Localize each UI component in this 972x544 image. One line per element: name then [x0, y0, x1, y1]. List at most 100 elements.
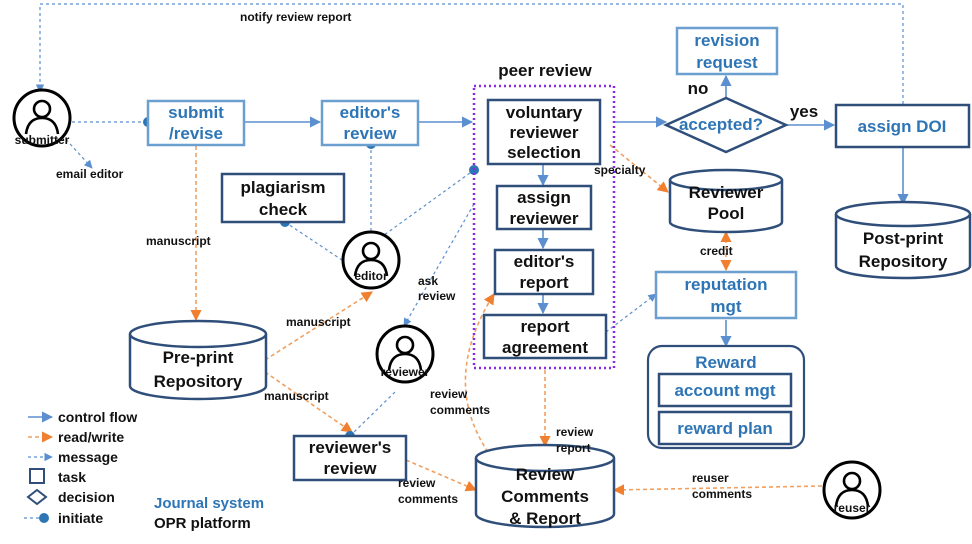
assign-doi-task[interactable]: assign DOI — [834, 103, 971, 149]
manuscript-label-c: manuscript — [264, 389, 329, 403]
preprint-repository[interactable]: Pre-print Repository — [128, 319, 268, 401]
editor-to-peer-review-msg — [379, 169, 475, 239]
reviewer-to-reviewers-review-msg — [349, 391, 396, 437]
legend-initiate-dot — [39, 513, 49, 523]
specialty-label: specialty — [594, 163, 646, 177]
plagiarism-to-editor-msg — [284, 221, 346, 263]
accepted-decision[interactable]: accepted? — [662, 96, 790, 154]
legend-journal-system: Journal system — [154, 495, 264, 512]
plagiarism-label-line2: check — [259, 200, 308, 219]
editors-review-label-line2: review — [344, 124, 398, 143]
editors-review-label-line1: editor's — [340, 103, 401, 122]
postprint-label-line2: Repository — [859, 252, 948, 271]
rcr-to-editors-report-flow — [464, 293, 495, 453]
legend-opr-platform: OPR platform — [154, 515, 251, 532]
email-editor-flow — [61, 134, 93, 169]
review-comments-label-b2: comments — [398, 492, 458, 506]
agreement-to-reputation-flow — [605, 293, 657, 333]
editor-actor: editor — [341, 230, 401, 290]
report-agreement-task[interactable]: report agreement — [482, 313, 608, 360]
reputation-label-line2: mgt — [710, 297, 742, 316]
connectors — [35, 3, 909, 496]
preprint-to-editor-flow — [264, 291, 373, 361]
reviewer-label: reviewer — [381, 365, 430, 379]
reviewer-pool-label-line2: Pool — [708, 204, 745, 223]
submit-label-line1: submit — [168, 103, 224, 122]
legend-initiate-label: initiate — [58, 510, 103, 526]
reviewers-review-label-line2: review — [324, 459, 378, 478]
revision-label-line2: request — [696, 53, 758, 72]
editors-review-task[interactable]: editor's review — [320, 99, 420, 147]
legend-task-label: task — [58, 469, 86, 485]
assign-label-line2: reviewer — [510, 209, 579, 228]
reviewers-review-label-line1: reviewer's — [309, 438, 392, 457]
credit-label: credit — [700, 244, 733, 258]
editors-report-label-line1: editor's — [514, 252, 575, 271]
reward-title: Reward — [695, 353, 756, 372]
reward-plan-label: reward plan — [677, 419, 772, 438]
reuser-comments-label-line2: comments — [692, 487, 752, 501]
reputation-mgt-task[interactable]: reputation mgt — [654, 270, 798, 320]
review-report-label-line1: review — [556, 425, 594, 439]
no-label: no — [688, 79, 709, 98]
agreement-label-line2: agreement — [502, 338, 588, 357]
revision-request-task[interactable]: revision request — [675, 26, 779, 76]
review-comments-label-a1: review — [430, 387, 468, 401]
agreement-label-line1: report — [520, 317, 569, 336]
review-comments-report-repository[interactable]: Review Comments & Report — [474, 443, 616, 529]
peer-review-title: peer review — [498, 61, 592, 80]
review-comments-label-a2: comments — [430, 403, 490, 417]
peer-review-group — [472, 84, 616, 370]
submit-label-line2: /revise — [169, 124, 223, 143]
preprint-label-line1: Pre-print — [163, 348, 234, 367]
reviewer-actor: reviewer — [375, 324, 435, 384]
account-mgt-task[interactable]: account mgt — [657, 372, 793, 408]
accepted-label: accepted? — [679, 115, 763, 134]
legend: control flow read/write message task dec… — [24, 409, 264, 532]
legend-decision-swatch — [26, 488, 48, 506]
voluntary-label-line2: reviewer — [510, 123, 579, 142]
submit-revise-task[interactable]: submit /revise — [146, 99, 246, 147]
notify-review-report-flow — [35, 3, 904, 104]
review-report-label-line2: report — [556, 441, 591, 455]
editors-report-task[interactable]: editor's report — [493, 248, 595, 296]
preprint-label-line2: Repository — [154, 372, 243, 391]
notify-review-report-label: notify review report — [240, 10, 351, 24]
editors-report-label-line2: report — [519, 273, 568, 292]
legend-task-swatch — [29, 468, 45, 484]
yes-label: yes — [790, 102, 818, 121]
manuscript-label-b: manuscript — [286, 315, 351, 329]
voluntary-label-line3: selection — [507, 143, 581, 162]
reputation-label-line1: reputation — [684, 275, 767, 294]
assign-reviewer-task[interactable]: assign reviewer — [495, 184, 593, 231]
rcr-label-line3: & Report — [509, 509, 581, 528]
ask-review-label-line2: review — [418, 289, 456, 303]
specialty-flow — [609, 144, 669, 193]
ask-review-label-line1: ask — [418, 274, 438, 288]
reuser-comments-label-line1: reuser — [692, 471, 729, 485]
assign-doi-label: assign DOI — [858, 117, 947, 136]
preprint-to-reviewers-review-flow — [264, 371, 353, 433]
reviewers-review-to-rcr-flow — [405, 459, 478, 492]
legend-message-label: message — [58, 449, 118, 465]
voluntary-reviewer-selection-task[interactable]: voluntary reviewer selection — [486, 98, 602, 166]
reviewers-review-task[interactable]: reviewer's review — [292, 434, 408, 482]
rcr-label-line2: Comments — [501, 487, 589, 506]
plagiarism-check-task[interactable]: plagiarism check — [220, 172, 346, 224]
account-mgt-label: account mgt — [674, 381, 775, 400]
editor-label: editor — [354, 269, 388, 283]
reward-plan-task[interactable]: reward plan — [657, 410, 793, 446]
email-editor-label: email editor — [56, 167, 124, 181]
rcr-label-line1: Review — [516, 465, 575, 484]
ask-review-msg — [403, 203, 475, 327]
review-comments-label-b1: review — [398, 476, 436, 490]
reviewer-pool-label-line1: Reviewer — [689, 183, 764, 202]
reviewer-pool-repository[interactable]: Reviewer Pool — [668, 168, 784, 234]
voluntary-label-line1: voluntary — [506, 103, 583, 122]
assign-label-line1: assign — [517, 188, 571, 207]
revision-label-line1: revision — [694, 31, 759, 50]
reuser-label: reuser — [834, 501, 871, 515]
postprint-label-line1: Post-print — [863, 229, 944, 248]
postprint-repository[interactable]: Post-print Repository — [834, 200, 972, 280]
